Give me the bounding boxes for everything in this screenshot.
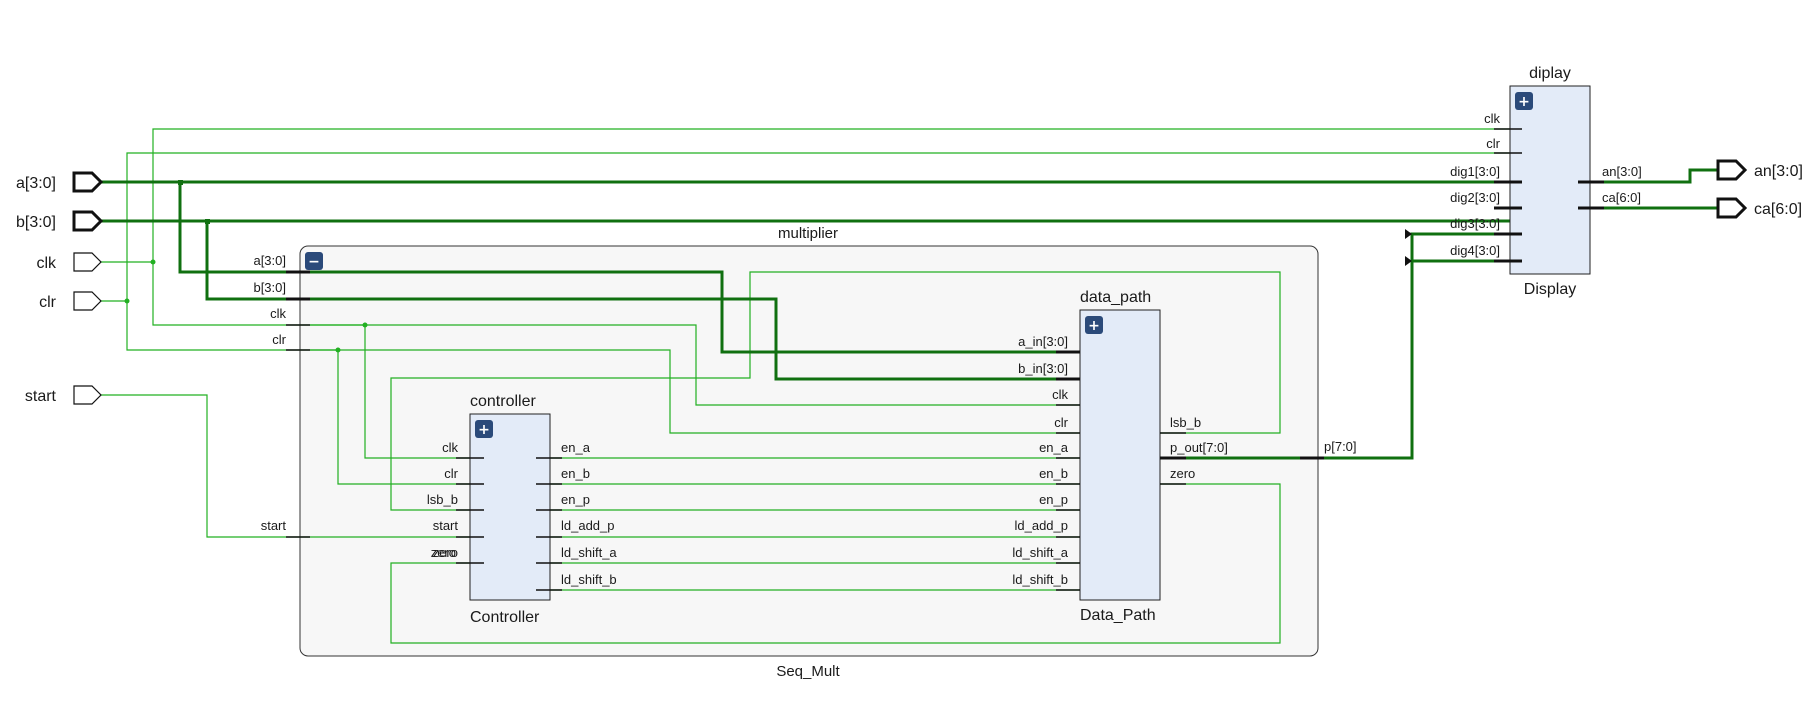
pin-label: clr xyxy=(272,332,286,347)
pin-label: zero xyxy=(433,545,458,560)
display-instance-label: diplay xyxy=(1529,65,1571,82)
pin-label: p_out[7:0] xyxy=(1170,440,1228,455)
pin-label: en_b xyxy=(1039,466,1068,481)
input-port-icon xyxy=(73,291,102,311)
multiplier-instance-label: multiplier xyxy=(778,225,838,242)
bus-wires xyxy=(100,168,1718,460)
pin-label: ld_shift_b xyxy=(561,572,617,587)
port-clr[interactable]: clr xyxy=(39,291,102,311)
pin-label: a[3:0] xyxy=(253,253,286,268)
input-port-icon xyxy=(72,210,104,232)
pin-label: clk xyxy=(442,440,458,455)
data-path-block[interactable]: data_path + Data_Path a_in[3:0] b_in[3:0… xyxy=(1012,289,1227,624)
pin-label: dig1[3:0] xyxy=(1450,164,1500,179)
pin-label: lsb_b xyxy=(1170,415,1201,430)
pin-label: clr xyxy=(1054,415,1068,430)
svg-text:+: + xyxy=(478,422,490,438)
pin-label: start xyxy=(433,518,459,533)
pin-label: clr xyxy=(1486,136,1500,151)
pin-label: ca[6:0] xyxy=(1602,190,1641,205)
input-port-icon xyxy=(73,385,102,405)
expand-icon[interactable]: + xyxy=(1085,316,1103,334)
pin-label: b_in[3:0] xyxy=(1018,361,1068,376)
pin-label: clk xyxy=(270,306,286,321)
controller-block[interactable]: controller + Controller clk clr lsb_b st… xyxy=(427,393,617,626)
display-module-label: Display xyxy=(1524,281,1576,298)
pin-label: clk xyxy=(1484,111,1500,126)
pin-label: ld_add_p xyxy=(1015,518,1069,533)
svg-text:start: start xyxy=(25,388,57,405)
controller-instance-label: controller xyxy=(470,393,536,410)
pin-label: dig4[3:0] xyxy=(1450,243,1500,258)
pin-label: en_a xyxy=(561,440,591,455)
pin-label: dig2[3:0] xyxy=(1450,190,1500,205)
pin-label: en_p xyxy=(1039,492,1068,507)
svg-text:+: + xyxy=(1518,94,1530,110)
pin-label: zero xyxy=(1170,466,1195,481)
pin-label: an[3:0] xyxy=(1602,164,1642,179)
pin-label: b[3:0] xyxy=(253,280,286,295)
input-port-icon xyxy=(72,171,104,193)
data-path-module-label: Data_Path xyxy=(1080,607,1156,624)
data-path-box xyxy=(1079,309,1161,601)
pin-label: start xyxy=(261,518,287,533)
svg-text:clr: clr xyxy=(39,294,57,311)
expand-icon[interactable]: + xyxy=(475,420,493,438)
output-port-icon xyxy=(1716,197,1748,219)
pin-label: ld_add_p xyxy=(561,518,615,533)
port-clk[interactable]: clk xyxy=(36,252,102,272)
display-block[interactable]: diplay + Display clk clr dig1[3:0] dig2[… xyxy=(1450,65,1642,298)
port-b[interactable]: b[3:0] xyxy=(16,210,104,232)
controller-module-label: Controller xyxy=(470,609,540,626)
pin-label: lsb_b xyxy=(427,492,458,507)
svg-text:clk: clk xyxy=(36,255,57,272)
multiplier-group[interactable] xyxy=(299,245,1319,657)
input-port-icon xyxy=(73,252,102,272)
pin-label: en_p xyxy=(561,492,590,507)
multiplier-pins: a[3:0] b[3:0] clk clr start zero p[7:0] xyxy=(253,253,1356,560)
pin-label: dig3[3:0] xyxy=(1450,216,1500,231)
pin-label: en_a xyxy=(1039,440,1069,455)
pin-label: clr xyxy=(444,466,458,481)
port-a[interactable]: a[3:0] xyxy=(16,171,104,193)
pin-label: ld_shift_a xyxy=(561,545,617,560)
pin-label: en_b xyxy=(561,466,590,481)
pin-label: ld_shift_a xyxy=(1012,545,1068,560)
port-ca[interactable]: ca[6:0] xyxy=(1716,197,1802,219)
pin-label: zero xyxy=(431,545,456,560)
svg-text:a[3:0]: a[3:0] xyxy=(16,175,56,192)
signal-wires xyxy=(100,128,1522,644)
svg-text:−: − xyxy=(308,254,320,270)
pin-label: clk xyxy=(1052,387,1068,402)
collapse-icon[interactable]: + − xyxy=(305,252,323,270)
svg-text:ca[6:0]: ca[6:0] xyxy=(1754,201,1802,218)
data-path-instance-label: data_path xyxy=(1080,289,1151,306)
svg-text:+: + xyxy=(1088,318,1100,334)
port-start[interactable]: start xyxy=(25,385,102,405)
display-box xyxy=(1509,85,1591,275)
svg-text:an[3:0]: an[3:0] xyxy=(1754,163,1803,180)
net-label-p: p[7:0] xyxy=(1324,439,1357,454)
svg-text:b[3:0]: b[3:0] xyxy=(16,214,56,231)
port-an[interactable]: an[3:0] xyxy=(1716,159,1803,181)
top-module-label: Seq_Mult xyxy=(776,663,840,680)
pin-label: a_in[3:0] xyxy=(1018,334,1068,349)
pin-label: ld_shift_b xyxy=(1012,572,1068,587)
expand-icon[interactable]: + xyxy=(1515,92,1533,110)
controller-box xyxy=(469,413,551,601)
output-port-icon xyxy=(1716,159,1748,181)
